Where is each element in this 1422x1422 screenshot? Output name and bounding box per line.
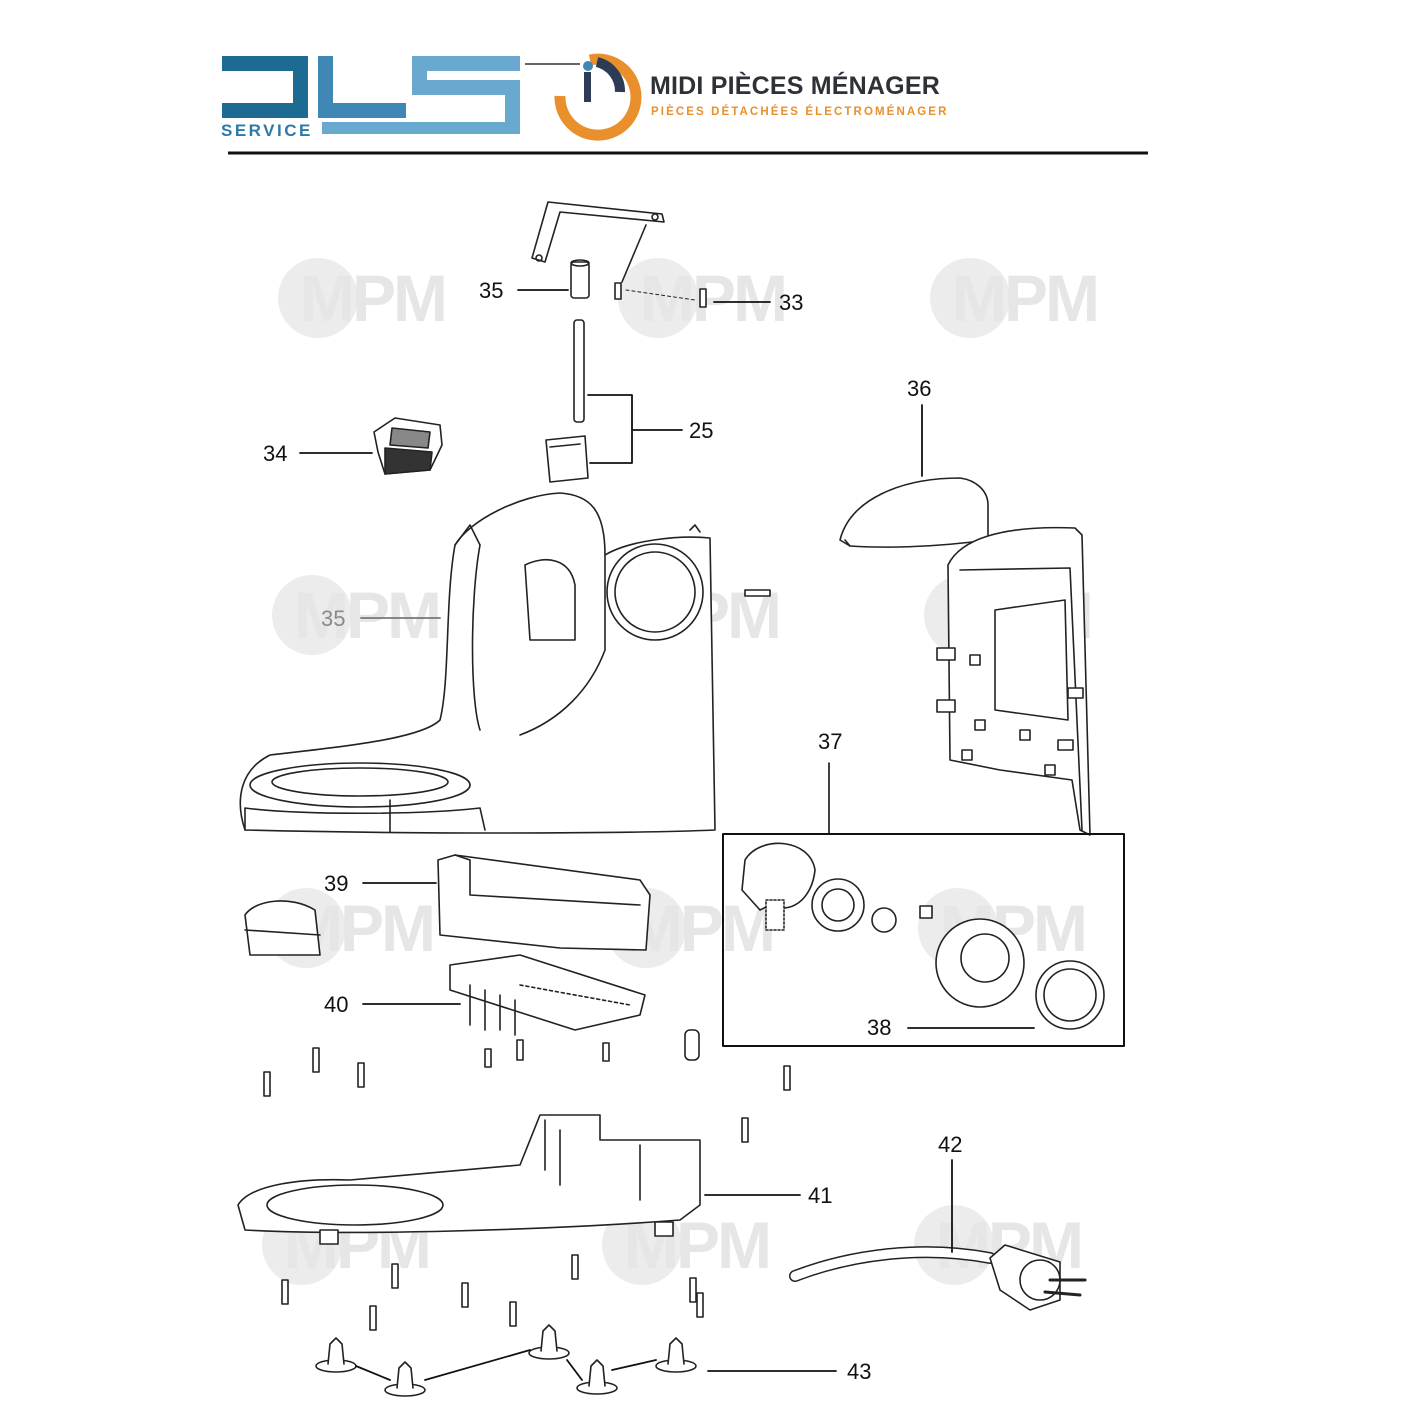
logo-service-text: SERVICE	[221, 121, 313, 140]
leader-lines	[299, 289, 1035, 1381]
callout-34: 34	[263, 441, 288, 466]
watermark-text: MPM	[294, 578, 442, 652]
callout-35-bushing: 35	[479, 278, 504, 303]
screws-33-drawing	[614, 282, 707, 308]
watermark-logo	[618, 258, 698, 338]
bracket-arm-drawing	[531, 201, 665, 283]
feet-drawing	[315, 1324, 697, 1397]
dls-logo	[222, 56, 520, 134]
control-board-drawing	[449, 954, 646, 1036]
callout-33: 33	[779, 290, 804, 315]
watermark-logo	[272, 575, 352, 655]
bushing-drawing	[570, 259, 590, 299]
callout-36: 36	[907, 376, 932, 401]
brand-title: MIDI PIÈCES MÉNAGER	[650, 72, 940, 100]
callout-41: 41	[808, 1183, 833, 1208]
header-logos	[222, 53, 1148, 155]
callout-40: 40	[324, 992, 349, 1017]
watermark-logo	[278, 258, 358, 338]
brand-subtitle: PIÈCES DÉTACHÉES ÉLECTROMÉNAGER	[651, 106, 949, 118]
watermark-logo	[914, 1205, 994, 1285]
release-button-drawing	[373, 417, 443, 475]
watermark-text: MPM	[628, 891, 776, 965]
top-cover-drawing	[839, 477, 1091, 836]
callout-35-housing: 35	[321, 606, 346, 631]
assembly-37-box	[722, 762, 1125, 1047]
main-housing-drawing	[239, 492, 771, 834]
callout-39: 39	[324, 871, 349, 896]
callout-25: 25	[689, 418, 714, 443]
watermark-text: MPM	[300, 261, 448, 335]
watermark-text: MPM	[952, 261, 1100, 335]
callout-43: 43	[847, 1359, 872, 1384]
watermark-text: MPM	[640, 261, 788, 335]
base-screws-drawing	[281, 1254, 704, 1331]
callout-37: 37	[818, 729, 843, 754]
power-cord-drawing	[789, 1244, 1087, 1311]
mpm-logo-icon	[554, 53, 642, 141]
callout-42: 42	[938, 1132, 963, 1157]
watermark-logo	[930, 258, 1010, 338]
tray-39-drawing	[244, 854, 651, 956]
pin-25-drawing	[545, 319, 589, 483]
loose-screws-drawing	[263, 1029, 791, 1143]
callout-38: 38	[867, 1015, 892, 1040]
base-plate-drawing	[237, 1114, 701, 1245]
